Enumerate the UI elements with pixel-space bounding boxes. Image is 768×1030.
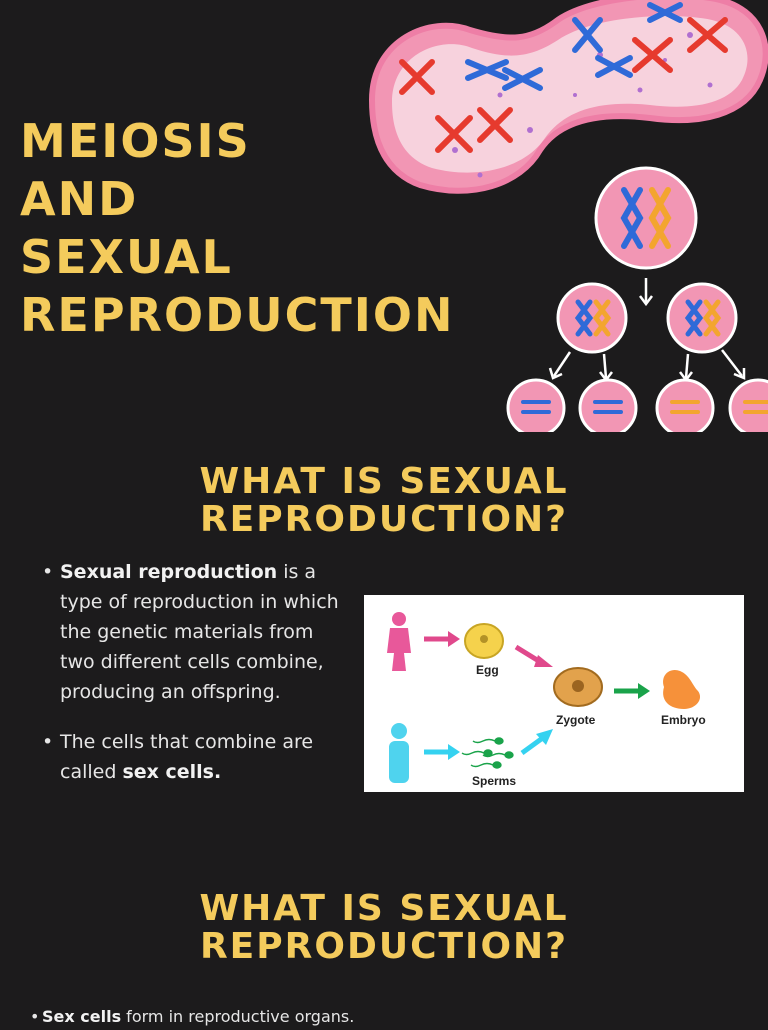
list-item-text: is a type of reproduction in which the g…	[60, 561, 339, 703]
bold-term: Sex cells	[42, 1007, 122, 1026]
meiosis-illustration	[368, 0, 768, 432]
heading-line: WHAT IS SEXUAL	[199, 461, 569, 502]
zygote-label: Zygote	[556, 713, 596, 727]
female-figure-icon	[387, 612, 411, 671]
dividing-cell-illustration	[368, 0, 768, 194]
definition-list: Sexual reproduction is a type of reprodu…	[20, 557, 350, 787]
list-item-text: The cells that combine are called	[60, 731, 314, 783]
list-item: Sex cells form in reproductive organs.	[10, 1004, 750, 1030]
page-title: MEIOSIS AND SEXUAL REPRODUCTION	[20, 112, 454, 344]
list-item: Sexual reproduction is a type of reprodu…	[20, 557, 350, 707]
green-arrow-icon	[614, 683, 650, 699]
zygote-icon	[553, 667, 603, 707]
meiosis-diagram-icon	[506, 166, 768, 432]
sperms-label: Sperms	[472, 774, 516, 788]
list-item: The cells that combine are called sex ce…	[20, 727, 350, 787]
egg-cell-icon	[464, 623, 504, 659]
title-line: MEIOSIS	[20, 114, 251, 168]
heading-line: REPRODUCTION?	[199, 499, 569, 540]
cyan-arrow-icon	[520, 729, 553, 756]
bold-term: Sexual reproduction	[60, 561, 278, 583]
section-heading: WHAT IS SEXUAL REPRODUCTION?	[0, 463, 768, 539]
title-line: AND	[20, 172, 139, 226]
egg-label: Egg	[476, 663, 499, 677]
fertilization-diagram: Egg Sperms Zygote Embryo	[364, 595, 744, 792]
sex-cells-list: Sex cells form in reproductive organs.	[10, 1004, 750, 1030]
title-line: SEXUAL	[20, 230, 233, 284]
sperm-icon	[461, 737, 514, 769]
heading-line: WHAT IS SEXUAL	[199, 888, 569, 929]
embryo-label: Embryo	[661, 713, 706, 727]
bold-term: sex cells.	[122, 761, 222, 783]
list-item-text: form in reproductive organs.	[121, 1007, 355, 1026]
pink-arrow-icon	[424, 631, 460, 647]
section-heading: WHAT IS SEXUAL REPRODUCTION?	[0, 890, 768, 966]
pink-arrow-icon	[514, 644, 553, 667]
embryo-icon	[663, 669, 701, 709]
heading-line: REPRODUCTION?	[199, 926, 569, 967]
male-figure-icon	[389, 723, 409, 783]
title-line: REPRODUCTION	[20, 288, 455, 342]
cyan-arrow-icon	[424, 744, 460, 760]
